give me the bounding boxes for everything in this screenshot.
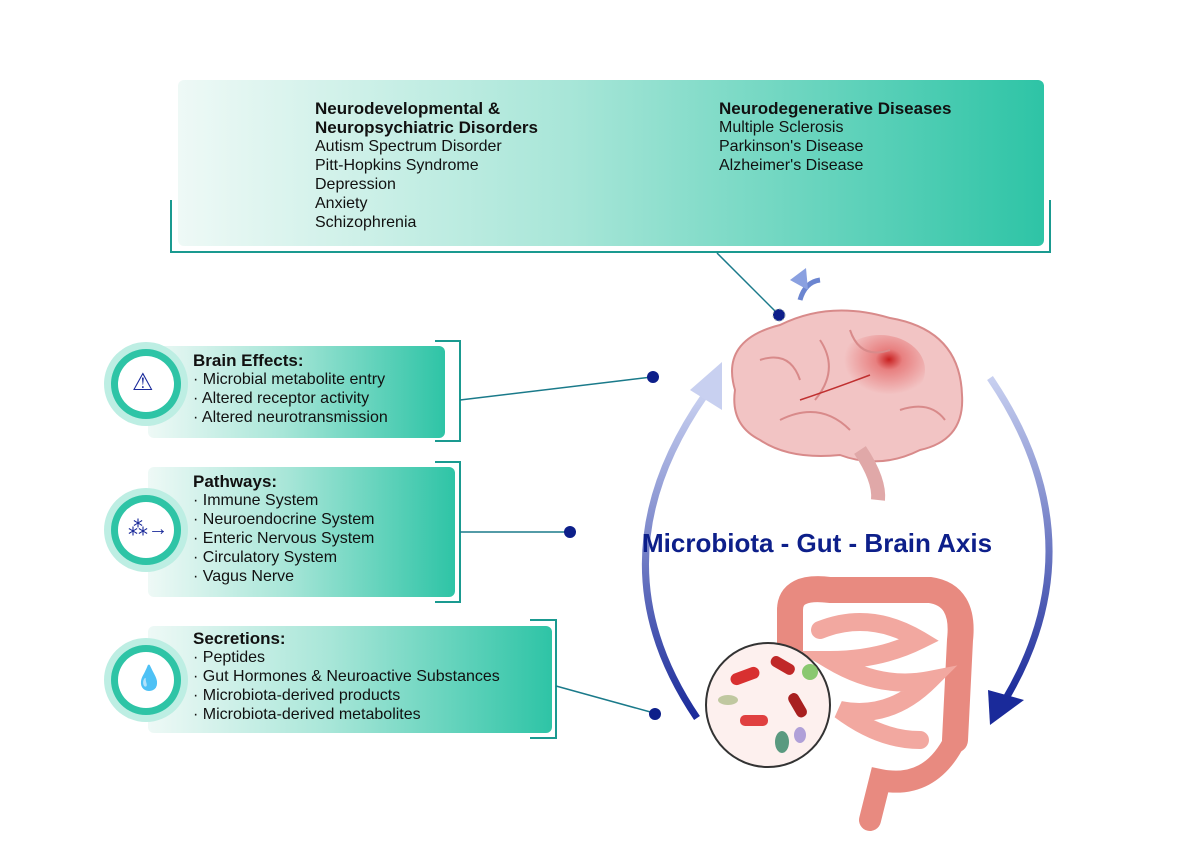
list-item: Parkinson's Disease	[719, 138, 864, 155]
section-title: Neurodevelopmental &	[315, 99, 501, 118]
list-item: · Vagus Nerve	[193, 568, 295, 585]
list-item: · Immune System	[193, 492, 319, 509]
section-title: Neuropsychiatric Disorders	[315, 118, 538, 137]
list-item: Schizophrenia	[315, 214, 417, 231]
neurodegenerative-section: Neurodegenerative Diseases Multiple Scle…	[719, 99, 951, 175]
list-item: · Microbiota-derived metabolites	[193, 706, 421, 723]
section-title: Neurodegenerative Diseases	[719, 99, 952, 118]
secretion-droplets-icon: 💧	[104, 638, 188, 722]
panel-title: Brain Effects:	[193, 351, 304, 370]
brain-effects-dot	[647, 371, 659, 383]
list-item: Alzheimer's Disease	[719, 157, 864, 174]
bracket-secretions	[530, 619, 557, 739]
top-connector	[716, 252, 778, 314]
neurodevelopmental-section: Neurodevelopmental & Neuropsychiatric Di…	[315, 99, 538, 232]
list-item: · Microbiota-derived products	[193, 687, 401, 704]
list-item: Multiple Sclerosis	[719, 119, 844, 136]
bracket-brain-effects	[435, 340, 461, 442]
brain-illustration	[731, 309, 964, 501]
brain-effects-panel: Brain Effects: · Microbial metabolite en…	[148, 346, 445, 438]
list-item: Pitt-Hopkins Syndrome	[315, 157, 479, 174]
up-arrowhead	[690, 362, 722, 410]
pathways-panel: Pathways: · Immune System · Neuroendocri…	[148, 467, 455, 597]
list-item: · Neuroendocrine System	[193, 511, 375, 528]
list-item: · Circulatory System	[193, 549, 338, 566]
list-item: Anxiety	[315, 195, 368, 212]
down-arrow	[987, 376, 1053, 702]
down-arrowhead	[988, 690, 1024, 725]
list-item: · Microbial metabolite entry	[193, 371, 386, 388]
secretions-dot	[649, 708, 661, 720]
secretions-panel: Secretions: · Peptides · Gut Hormones & …	[148, 626, 552, 733]
up-arrow	[642, 392, 708, 720]
gut-illustration	[777, 576, 974, 831]
list-item: · Enteric Nervous System	[193, 530, 375, 547]
list-item: Autism Spectrum Disorder	[315, 138, 502, 155]
top-bracket	[170, 200, 1051, 253]
pathways-dot	[564, 526, 576, 538]
axis-title: Microbiota - Gut - Brain Axis	[642, 528, 993, 558]
top-connector-dot	[772, 308, 786, 322]
list-item: · Altered receptor activity	[193, 390, 370, 407]
panel-title: Secretions:	[193, 629, 286, 648]
panel-title: Pathways:	[193, 472, 278, 491]
list-item: · Peptides	[193, 649, 266, 666]
list-item: · Gut Hormones & Neuroactive Substances	[193, 668, 500, 685]
microbiota-illustration	[705, 642, 831, 768]
list-item: Depression	[315, 176, 396, 193]
brain-effects-icon: ⚠	[104, 342, 188, 426]
list-item: · Altered neurotransmission	[193, 409, 388, 426]
dna-pathway-icon: ⁂→	[104, 488, 188, 572]
disorders-panel: Neurodevelopmental & Neuropsychiatric Di…	[178, 80, 1044, 246]
